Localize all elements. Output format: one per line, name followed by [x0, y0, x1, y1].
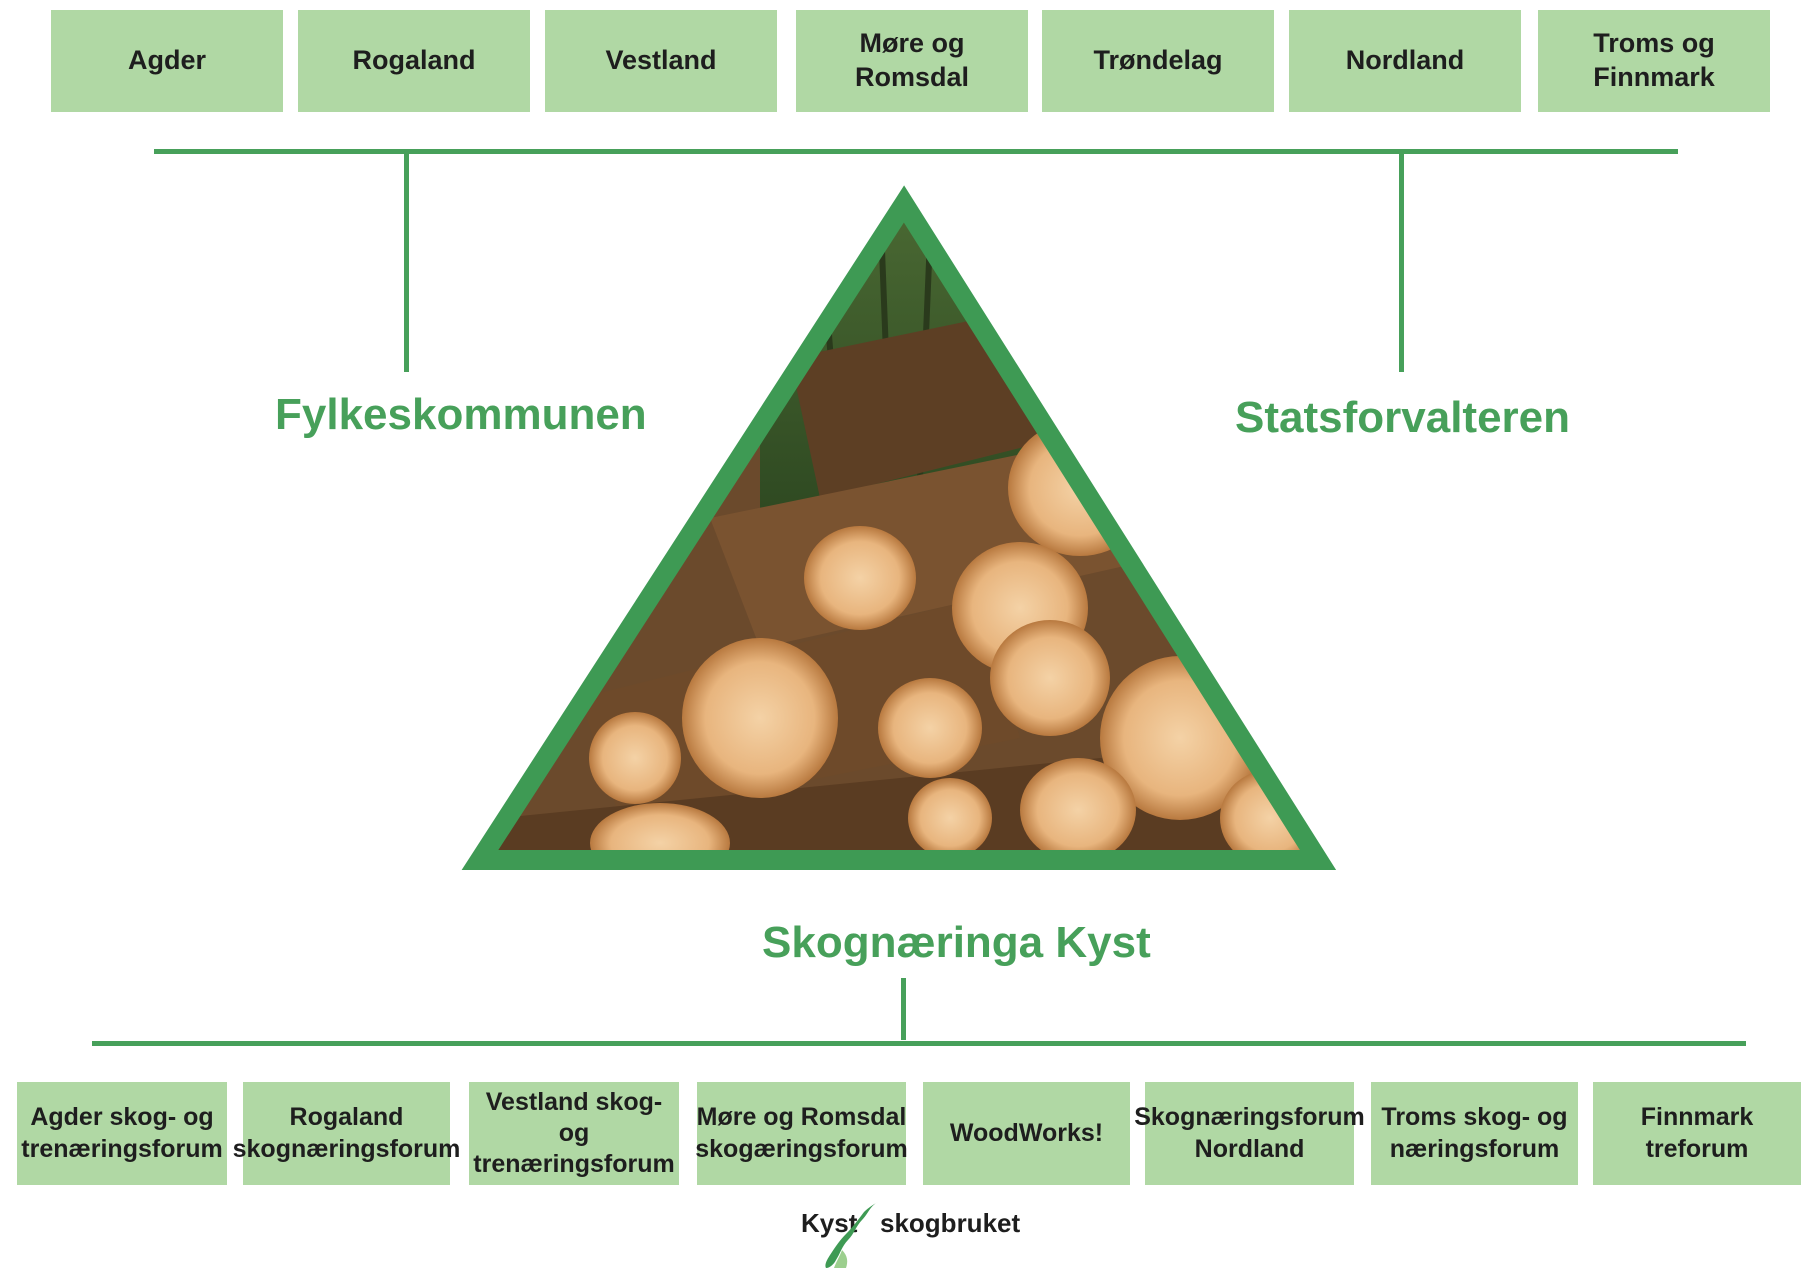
- forum-label-line1: Vestland skog- og: [485, 1087, 663, 1147]
- forum-label-line2: Nordland: [1194, 1134, 1305, 1163]
- county-label: Rogaland: [352, 45, 476, 76]
- county-box-more-og-romsdal: Møre og Romsdal: [796, 10, 1028, 112]
- county-box-vestland: Vestland: [545, 10, 777, 112]
- forum-box-woodworks: WoodWorks!: [923, 1082, 1130, 1185]
- fylkeskommunen-label: Fylkeskommunen: [275, 390, 647, 439]
- county-box-rogaland: Rogaland: [298, 10, 530, 112]
- skognaeringa-kyst-label: Skognæringa Kyst: [762, 918, 1151, 967]
- top-connector-line: [154, 149, 1678, 154]
- forum-label-line1: Finnmark treforum: [1640, 1103, 1754, 1163]
- county-label: Trøndelag: [1093, 45, 1223, 76]
- forum-box-vestland: Vestland skog- og trenæringsforum: [469, 1082, 679, 1185]
- forum-label-line1: Skognæringsforum: [1134, 1103, 1365, 1132]
- timber-triangle-image: [461, 185, 1337, 870]
- forum-box-finnmark: Finnmark treforum: [1593, 1082, 1801, 1185]
- left-connector-line: [404, 151, 409, 372]
- logo-text-right: skogbruket: [880, 1208, 1021, 1238]
- norway-map-icon: [825, 1202, 878, 1268]
- forum-label-line1: WoodWorks!: [949, 1118, 1104, 1147]
- forum-label-line2: skogæringsforum: [695, 1134, 908, 1163]
- county-box-trondelag: Trøndelag: [1042, 10, 1274, 112]
- right-connector-line: [1399, 151, 1404, 372]
- county-label: Nordland: [1345, 45, 1465, 76]
- forum-label-line1: Agder skog- og: [30, 1103, 214, 1132]
- county-label: Møre og Romsdal: [854, 28, 970, 92]
- forum-label-line1: Troms skog- og: [1381, 1103, 1568, 1132]
- forum-label-line1: Rogaland: [289, 1103, 404, 1132]
- county-box-troms-og-finnmark: Troms og Finnmark: [1538, 10, 1770, 112]
- forum-label-line2: skognæringsforum: [232, 1134, 461, 1163]
- forum-label-line2: næringsforum: [1389, 1134, 1560, 1163]
- bottom-connector-line: [92, 1041, 1746, 1046]
- county-label: Agder: [127, 45, 206, 76]
- forum-label-line2: trenæringsforum: [473, 1150, 675, 1179]
- forum-label-line1: Møre og Romsdal: [696, 1103, 907, 1132]
- county-label: Troms og Finnmark: [1593, 28, 1715, 92]
- forum-label-line2: trenæringsforum: [21, 1134, 223, 1163]
- county-box-nordland: Nordland: [1289, 10, 1521, 112]
- log-pile: [480, 204, 1318, 860]
- county-box-agder: Agder: [51, 10, 283, 112]
- bottom-vertical-connector: [901, 978, 906, 1040]
- county-label: Vestland: [605, 45, 717, 76]
- statsforvalteren-label: Statsforvalteren: [1235, 393, 1571, 442]
